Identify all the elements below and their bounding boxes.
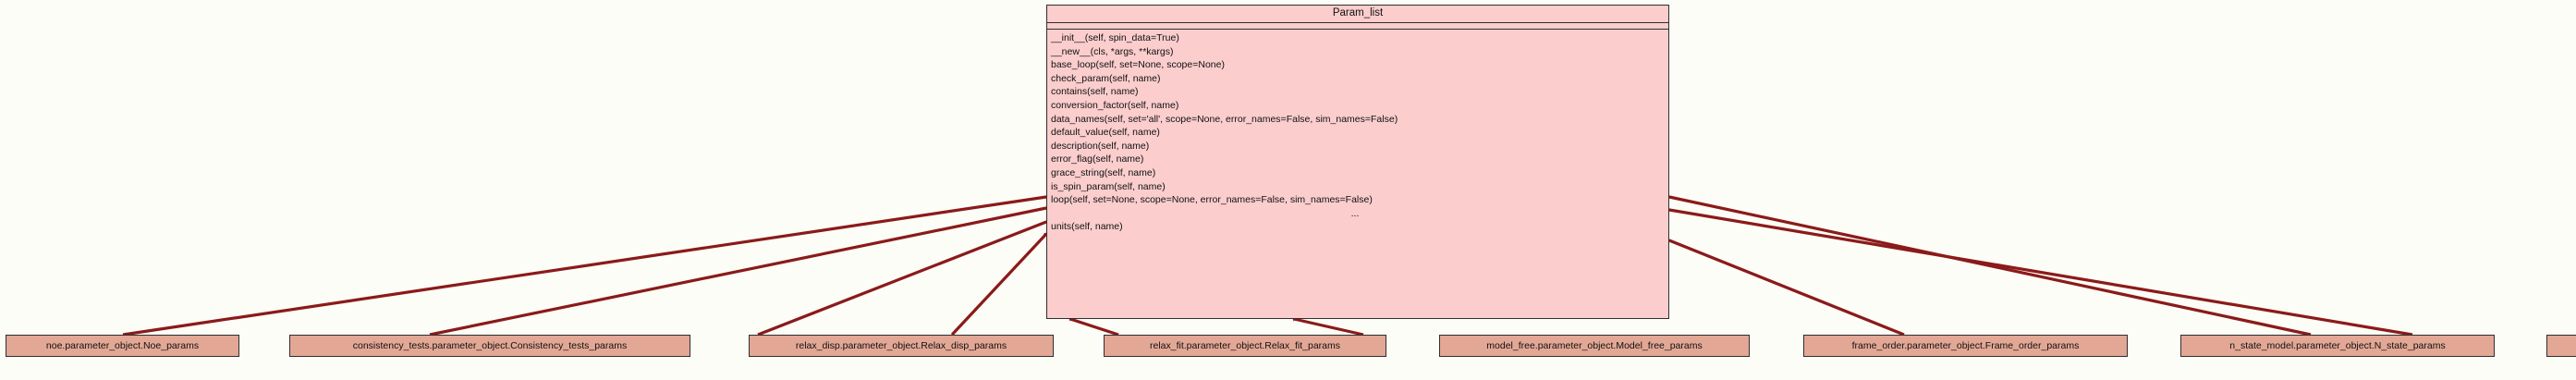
class-box-noe-params[interactable]: noe.parameter_object.Noe_params (6, 335, 239, 357)
class-operations-compartment: __init__(self, spin_data=True) __new__(c… (1047, 30, 1668, 236)
class-box-model-free-params[interactable]: model_free.parameter_object.Model_free_p… (1439, 335, 1750, 357)
class-label: frame_order.parameter_object.Frame_order… (1851, 340, 2080, 351)
operation-loop: loop(self, set=None, scope=None, error_n… (1051, 194, 1373, 206)
class-attributes-compartment (1047, 23, 1668, 30)
class-box-frame-order-params[interactable]: frame_order.parameter_object.Frame_order… (1803, 335, 2128, 357)
edge-relax-fit-params (950, 232, 1048, 337)
edge-noe-params (122, 195, 1047, 337)
operation-default-value: default_value(self, name) (1051, 127, 1160, 139)
class-box-consistency-tests-params[interactable]: consistency_tests.parameter_object.Consi… (289, 335, 690, 357)
class-box-n-state-params[interactable]: n_state_model.parameter_object.N_state_p… (2180, 335, 2495, 357)
class-label: relax_disp.parameter_object.Relax_disp_p… (795, 340, 1007, 351)
edge-consistency-tests-params (429, 206, 1047, 337)
operation-base-loop: base_loop(self, set=None, scope=None) (1051, 59, 1225, 71)
edge-relax-disp-params (757, 220, 1047, 337)
class-label: consistency_tests.parameter_object.Consi… (352, 340, 628, 351)
operation-grace-string: grace_string(self, name) (1051, 166, 1156, 178)
operation-is-spin-param: is_spin_param(self, name) (1051, 180, 1166, 192)
class-label: noe.parameter_object.Noe_params (45, 340, 200, 351)
edge-model-free-params (1293, 317, 1364, 337)
class-label: n_state_model.parameter_object.N_state_p… (2229, 340, 2446, 351)
operation-error-flag: error_flag(self, name) (1051, 153, 1144, 165)
edge-relax-fit-bottom (1069, 317, 1119, 337)
operation-new: __new__(cls, *args, **kargs) (1051, 45, 1174, 57)
class-box-relax-disp-params[interactable]: relax_disp.parameter_object.Relax_disp_p… (749, 335, 1054, 357)
edge-n-state-params (1668, 208, 2413, 337)
class-box-relax-fit-params[interactable]: relax_fit.parameter_object.Relax_fit_par… (1104, 335, 1386, 357)
operation-units: units(self, name) (1051, 221, 1123, 233)
class-title: Param_list (1047, 6, 1668, 23)
operation-ellipsis: ... (1350, 207, 1360, 219)
operation-contains: contains(self, name) (1051, 86, 1139, 98)
operation-init: __init__(self, spin_data=True) (1051, 32, 1179, 43)
class-box-jw-mapping-params[interactable]: jw_mapping.parameter_object.Jw_mapping_p… (2546, 335, 2576, 357)
class-label: relax_fit.parameter_object.Relax_fit_par… (1149, 340, 1341, 351)
operation-check-param: check_param(self, name) (1051, 72, 1161, 84)
class-label: model_free.parameter_object.Model_free_p… (1486, 340, 1703, 351)
edge-frame-order-params (1668, 195, 2312, 337)
operation-data-names: data_names(self, set='all', scope=None, … (1051, 113, 1398, 125)
class-box-param-list[interactable]: Param_list __init__(self, spin_data=True… (1046, 5, 1669, 319)
operation-description: description(self, name) (1051, 140, 1150, 152)
operation-conversion-factor: conversion_factor(self, name) (1051, 99, 1179, 111)
edge-jw-mapping-params (1668, 239, 1905, 337)
